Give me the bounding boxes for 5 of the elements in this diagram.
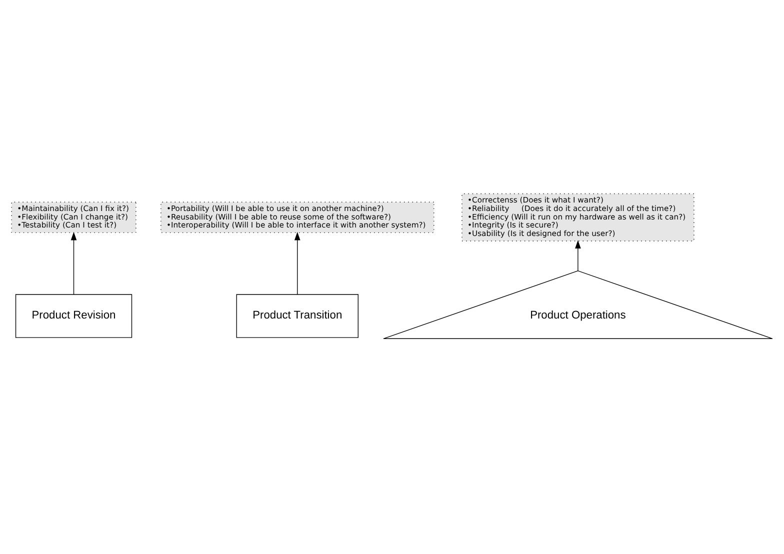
node-box: Product Transition xyxy=(236,294,358,338)
node-box: Product Revision xyxy=(15,294,132,338)
arrow xyxy=(70,231,77,294)
arrow xyxy=(575,240,581,271)
arrow xyxy=(294,231,300,294)
